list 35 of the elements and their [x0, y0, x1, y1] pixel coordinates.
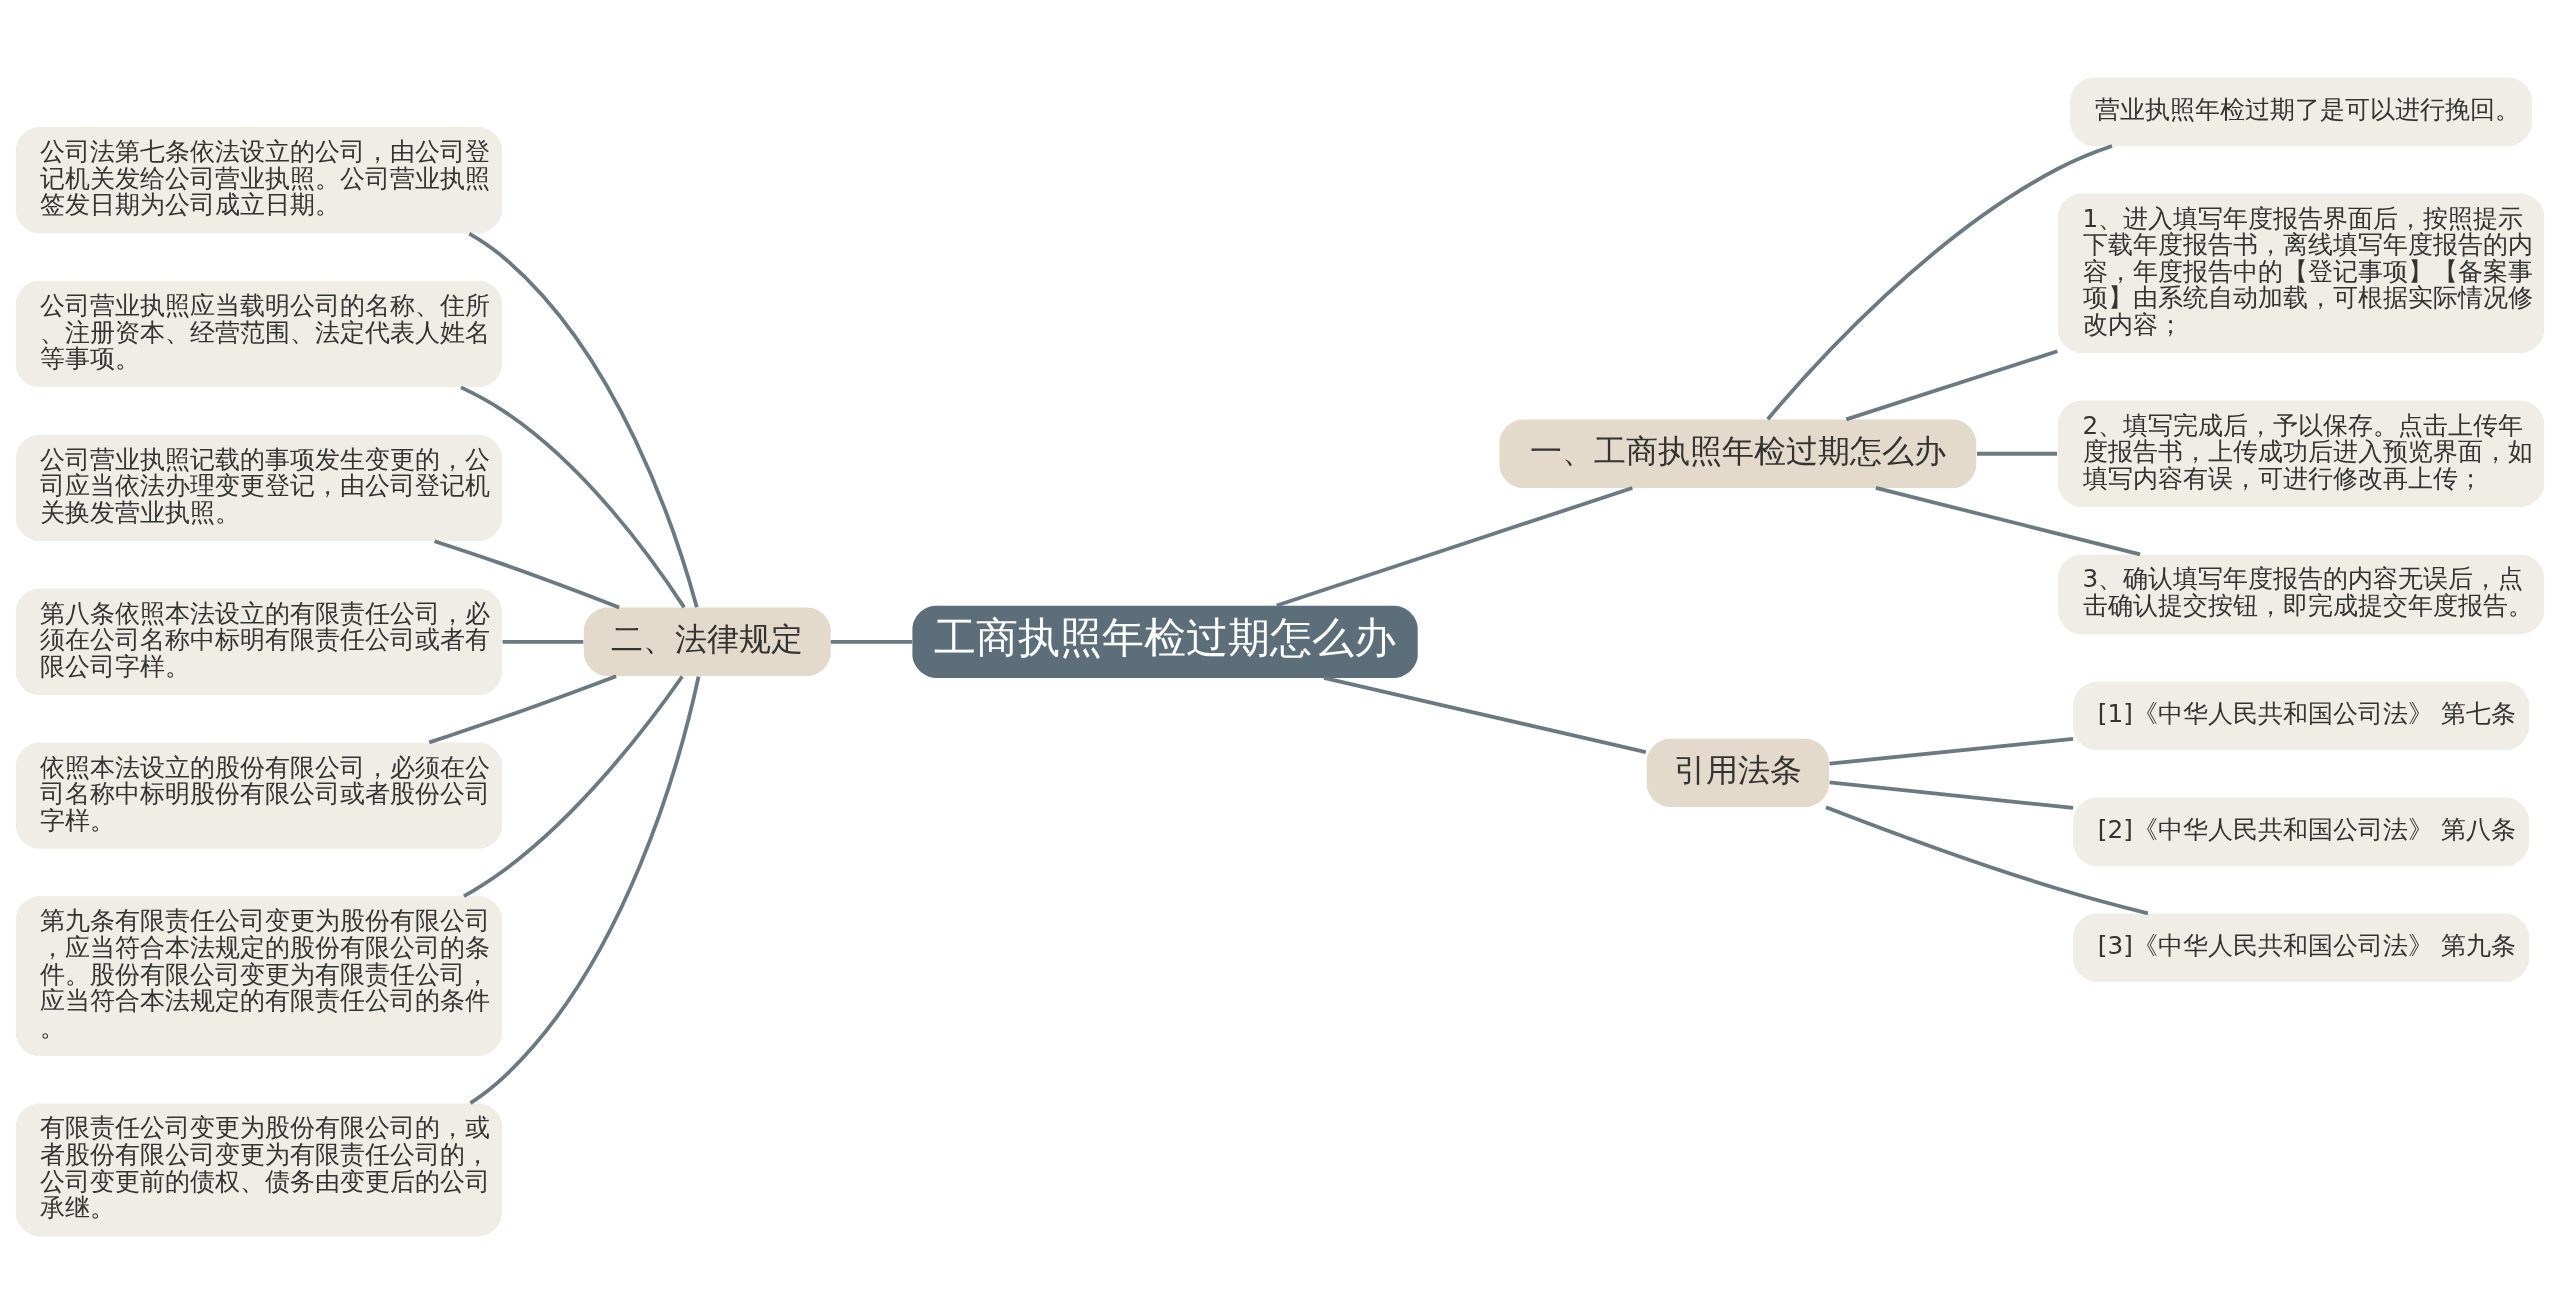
connector — [1829, 779, 2074, 810]
node-box: 营业执照年检过期了是可以进行挽回。 — [2070, 77, 2532, 146]
node-box: [2]《中华人民共和国公司法》 第八条 — [2073, 797, 2530, 866]
node-box: 公司营业执照记载的事项发生变更的，公司应当依法办理变更登记，由公司登记机关换发营业执照。 — [15, 434, 503, 541]
connector — [1976, 451, 2058, 456]
connector — [1323, 675, 1647, 754]
connector — [1276, 485, 1633, 607]
connector — [463, 674, 684, 898]
connector — [469, 675, 701, 1105]
connector — [1829, 736, 2074, 766]
connector — [1766, 143, 2113, 420]
node-box: [3]《中华人民共和国公司法》 第九条 — [2073, 912, 2530, 982]
connector — [460, 385, 686, 608]
node-box: 第八条依照本法设立的有限责任公司，必须在公司名称中标明有限责任公司或者有限公司字样。 — [15, 588, 503, 695]
connector — [428, 673, 617, 744]
connector — [502, 639, 584, 644]
node-box: 公司法第七条依法设立的公司，由公司登记机关发给公司营业执照。公司营业执照签发日期为公司成立日期。 — [15, 126, 503, 233]
node-box: 有限责任公司变更为股份有限公司的，或者股份有限公司变更为有限责任公司的，公司变更前的债权、债务由变更后的公司承继。 — [15, 1102, 503, 1236]
connector — [468, 231, 699, 608]
node-box: 引用法条 — [1646, 738, 1829, 807]
node-box: 2、填写完成后，予以保存。点击上传年度报告书，上传成功后进入预览界面，如填写内容有误，可进行修改再上传； — [2057, 400, 2545, 507]
node-box: 1、进入填写年度报告界面后，按照提示下载年度报告书，离线填写年度报告的内容，年度报告中的【登记事项】【备案事项】由系统自动加载，可根据实际情况修改内容； — [2057, 193, 2545, 353]
connector — [1845, 348, 2058, 421]
node-box: [1]《中华人民共和国公司法》 第七条 — [2073, 681, 2530, 750]
node-box: 3、确认填写年度报告的内容无误后，点击确认提交按钮，即完成提交年度报告。 — [2057, 553, 2545, 634]
node-box: 二、法律规定 — [583, 607, 831, 676]
connector — [830, 639, 913, 644]
node-box: 一、工商执照年检过期怎么办 — [1499, 419, 1977, 488]
connector — [433, 538, 620, 609]
node-box: 第九条有限责任公司变更为股份有限公司，应当符合本法规定的股份有限公司的条件。股份有限公司变更为有限责任公司，应当符合本法规定的有限责任公司的条件。 — [15, 895, 503, 1056]
node-box: 公司营业执照应当载明公司的名称、住所、注册资本、经营范围、法定代表人姓名等事项。 — [15, 280, 503, 387]
connector — [1825, 804, 2149, 915]
node-box: 依照本法设立的股份有限公司，必须在公司名称中标明股份有限公司或者股份公司字样。 — [15, 742, 503, 849]
connector — [1875, 485, 2141, 556]
node-box: 工商执照年检过期怎么办 — [912, 605, 1418, 678]
